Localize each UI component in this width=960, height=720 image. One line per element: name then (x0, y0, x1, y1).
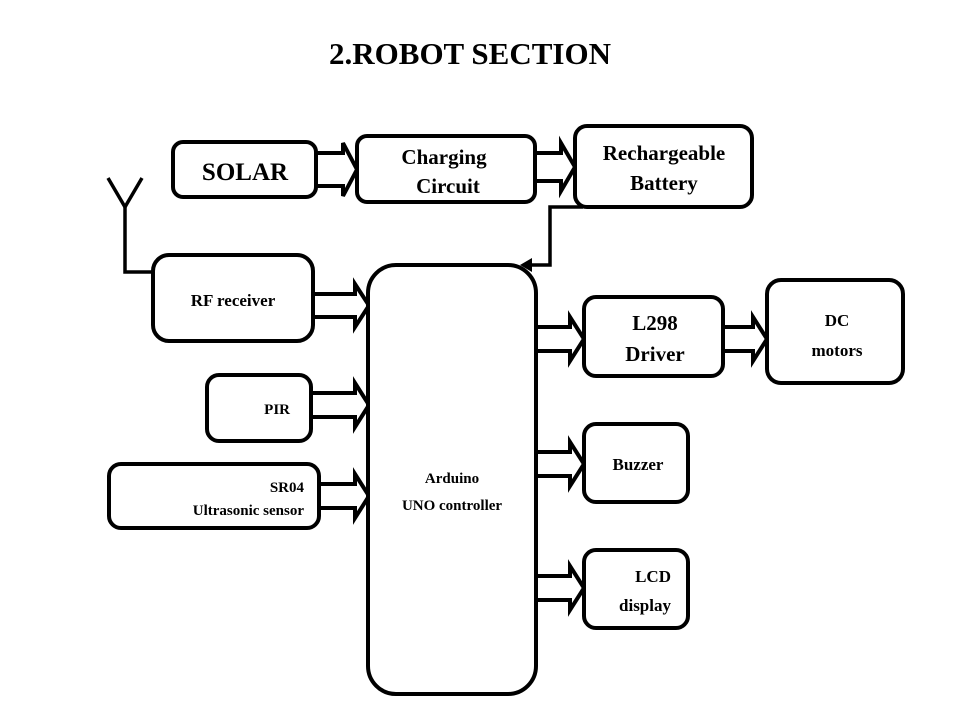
arrow-arduino-to-lcd (536, 559, 587, 617)
block-lcd-display: LCD display (582, 548, 690, 630)
solar-label: SOLAR (202, 159, 289, 186)
battery-label-line1: Rechargeable (603, 141, 725, 165)
block-pir: PIR (205, 373, 313, 443)
battery-label-line2: Battery (630, 171, 698, 195)
charging-label-line1: Charging (401, 145, 487, 169)
block-charging-circuit: Charging Circuit (355, 134, 537, 204)
antenna-icon (106, 177, 152, 274)
sr04-label-line2: Ultrasonic sensor (193, 503, 305, 519)
arduino-label-line2: UNO controller (402, 498, 502, 514)
arrow-pir-to-arduino (311, 376, 372, 434)
block-solar: SOLAR (171, 140, 318, 199)
l298-label-line1: L298 (632, 311, 678, 335)
sr04-label-line1: SR04 (270, 480, 305, 496)
block-buzzer: Buzzer (582, 422, 690, 504)
arrow-rf-to-arduino (313, 277, 372, 334)
pir-label: PIR (264, 402, 290, 418)
block-l298-driver: L298 Driver (582, 295, 725, 378)
arrow-sr04-to-arduino (319, 467, 372, 525)
diagram-title: 2.ROBOT SECTION (329, 36, 611, 71)
arrow-arduino-to-l298 (536, 310, 587, 368)
buzzer-label: Buzzer (613, 455, 664, 474)
arrow-arduino-to-buzzer (536, 435, 587, 493)
dc-label-line2: motors (812, 341, 863, 360)
block-dc-motors: DC motors (765, 278, 905, 385)
l298-label-line2: Driver (625, 342, 684, 366)
arduino-label-line1: Arduino (425, 471, 479, 487)
arrow-solar-to-charging (316, 142, 360, 197)
lcd-label-line1: LCD (635, 567, 671, 586)
block-sr04-ultrasonic: SR04 Ultrasonic sensor (107, 462, 321, 530)
arrow-l298-to-dc (723, 310, 770, 368)
lcd-label-line2: display (619, 596, 671, 615)
rf-label: RF receiver (191, 291, 276, 310)
block-rechargeable-battery: Rechargeable Battery (573, 124, 754, 209)
battery-to-arduino-connector (520, 205, 583, 272)
block-arduino-uno: Arduino UNO controller (366, 263, 538, 696)
dc-label-line1: DC (825, 311, 850, 330)
arrow-charging-to-battery (535, 135, 578, 199)
charging-label-line2: Circuit (416, 174, 480, 198)
block-rf-receiver: RF receiver (151, 253, 315, 343)
